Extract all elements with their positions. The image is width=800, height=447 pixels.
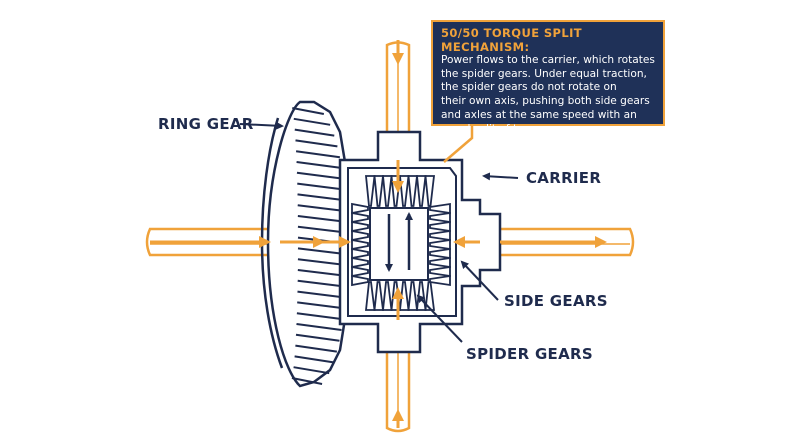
gear-tooth [429,202,451,215]
gear-tooth [351,238,369,251]
ring-gear-tooth [297,193,347,202]
gear-tooth [351,220,369,233]
gear-tooth [429,265,451,278]
ring-gear-tooth [294,355,334,364]
label-ring-gear: RING GEAR [158,115,254,133]
ring-gear-tooth [297,182,346,191]
ring-gear-tooth [297,279,347,288]
gear-tooth [429,256,451,269]
gear-tooth [382,175,393,207]
gear-tooth [351,229,369,242]
torque-split-callout: 50/50 TORQUE SPLIT MECHANISM: Power flow… [431,20,665,135]
ring-gear-tooth [295,344,338,353]
gear-tooth [365,175,376,207]
gear-tooth [407,175,419,207]
gear-tooth [429,247,451,260]
label-spider-gears: SPIDER GEARS [466,345,593,363]
callout-body: Power flows to the carrier, which rotate… [441,54,655,135]
ring-gear-tooth [295,150,341,159]
gear-tooth [373,175,385,207]
gear-tooth [351,202,369,215]
gear-cavity [369,207,429,281]
power-flow-arrows [150,40,607,428]
gear-tooth [429,211,451,224]
ring-gear-tooth [295,139,338,148]
ring-gear-tooth [293,366,330,375]
ring-gear-tooth [291,377,323,385]
ring-gear [260,100,352,388]
ring-gear-tooth [296,171,344,180]
gear-tooth [373,281,385,311]
gear-tooth [351,247,369,260]
gear-tooth [416,175,427,207]
gear-tooth [424,175,436,207]
ring-gear-tooth [295,333,340,342]
ring-gear-tooth [293,117,331,126]
gear-tooth [351,211,369,224]
gear-tooth [351,274,369,287]
callout-connector [443,126,474,163]
gear-tooth [407,281,419,311]
ring-gear-tooth [297,301,345,310]
gear-tooth [429,220,451,233]
label-leaders [239,121,519,343]
rotation-arrows [385,212,413,272]
ring-gear-tooth [296,323,342,331]
ring-gear-tooth [296,312,344,321]
ring-gear-tooth [292,107,325,115]
gear-tooth [351,256,369,269]
label-side-gears: SIDE GEARS [504,292,608,310]
ring-gear-tooth [294,128,335,137]
gear-tooth [429,229,451,242]
gear-tooth [429,274,451,287]
ring-gear-tooth [297,204,347,213]
gear-tooth [429,238,451,251]
ring-gear-tooth [296,161,343,169]
ring-gear-tooth [297,290,346,299]
gear-tooth [351,265,369,278]
label-carrier: CARRIER [526,169,602,187]
gear-tooth [381,281,393,311]
gear-tooth [364,281,376,311]
callout-title: 50/50 TORQUE SPLIT MECHANISM: [441,26,583,54]
